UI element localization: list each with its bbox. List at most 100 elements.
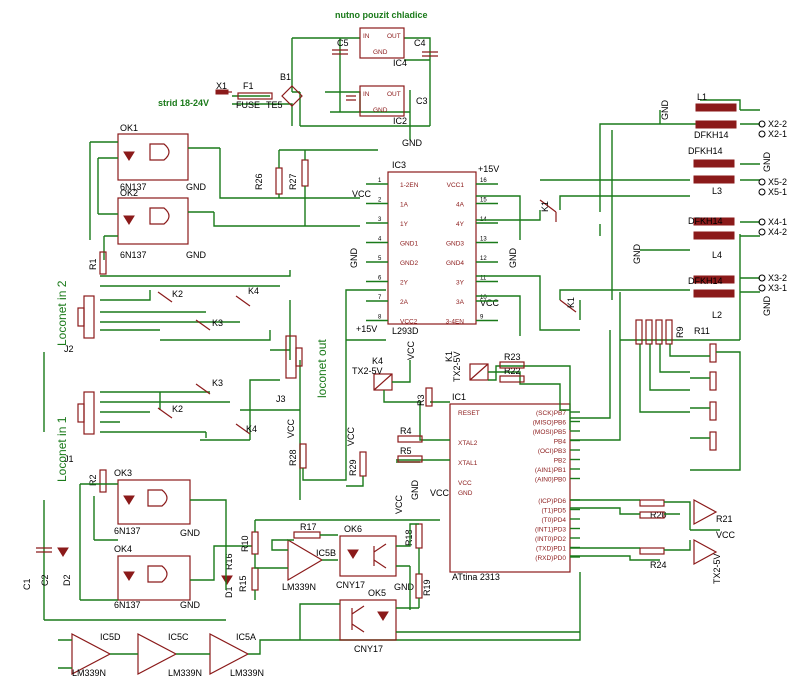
svg-text:J3: J3 [276, 394, 286, 404]
svg-text:TX2-5V: TX2-5V [712, 553, 722, 584]
ok2-gnd: GND [186, 250, 207, 260]
ic3-label: IC3 [392, 160, 406, 170]
l4-choke: DFKH14 L4 [688, 216, 735, 260]
svg-text:R9: R9 [675, 326, 685, 338]
r1-label: R1 [88, 258, 98, 270]
gnd-l4: GND [632, 244, 642, 265]
ok4-type: 6N137 [114, 600, 141, 610]
ic5c-label: IC5C [168, 632, 189, 642]
l293-pin-right-2: 4A [456, 202, 465, 209]
ok4-body [117, 555, 191, 601]
attiny-pin-right-7: (AIN1)PB1 [535, 467, 566, 474]
ok5-led-icon [377, 611, 389, 621]
l293-pinnum-right-7: 10 [480, 295, 487, 301]
svg-text:K4: K4 [248, 286, 259, 296]
attiny-body [449, 403, 571, 573]
r20-resistor-icon [639, 511, 665, 519]
svg-text:L3: L3 [712, 186, 722, 196]
c5-label: C5 [337, 38, 349, 48]
fuse-icon [237, 92, 273, 100]
k1b-contact-icon [559, 299, 577, 313]
r28-r29-wires [302, 289, 386, 487]
l293d-body [387, 171, 477, 325]
ok3-ok4-section: OK3 6N137 GND OK4 6N137 GND C1 C2 D2 [22, 468, 252, 610]
ok5-label: OK5 [368, 588, 386, 598]
svg-text:TX2-5V: TX2-5V [452, 351, 462, 382]
comparator-section: IC5B LM339N R17 R10 R15 R16 D1 OK6 CNY17… [58, 494, 580, 678]
ok1-gate-icon [149, 143, 170, 161]
svg-text:DFKH14: DFKH14 [688, 216, 723, 226]
l293d-section: IC3 L293D VCC +15V +15V VCC GND GND 1-2E… [349, 160, 518, 336]
gnd-l1: GND [660, 100, 670, 121]
l293d-label: L293D [392, 326, 419, 336]
ok3-body [117, 479, 191, 525]
cooler-note: nutno pouzit chladice [335, 10, 428, 20]
l293-vcc-right: VCC [480, 298, 500, 308]
attiny-pin-right-3: (MOSI)PB5 [533, 429, 567, 436]
attiny-pin-right-13: (INT0)PD2 [535, 536, 566, 543]
ic5b-label: IC5B [316, 548, 336, 558]
output-wires [476, 99, 760, 341]
attiny-pin-right-5: (OCI)PB3 [538, 448, 567, 455]
r22-resistor-icon [499, 375, 525, 383]
terminal-block-x3: X3-2 X3-1 [758, 273, 787, 293]
l293-pin-left-3: 1Y [400, 221, 409, 228]
l293d-pin-group: 1-2EN1VCC1161A24A151Y34Y14GND14GND313GND… [366, 178, 498, 326]
l293-pinnum-right-4: 13 [480, 237, 487, 243]
psu-gnd-label: GND [402, 138, 423, 148]
l293-pin-right-1: VCC1 [447, 182, 465, 189]
ok6-label: OK6 [344, 524, 362, 534]
r23-label: R23 [504, 352, 521, 362]
svg-text:J2: J2 [64, 344, 74, 354]
attiny-pin-right-1: (SCK)PB7 [536, 410, 566, 417]
ok2-label: OK2 [120, 188, 138, 198]
j1-rj45-connector: J1 [64, 391, 95, 464]
d1-diode-icon [221, 575, 233, 585]
r18-label: R18 [404, 529, 414, 546]
r26-resistor-icon [275, 167, 283, 195]
attiny-vcc-label: VCC [430, 488, 450, 498]
l293-pin-left-5: GND2 [400, 260, 418, 267]
svg-text:L4: L4 [712, 250, 722, 260]
r29-resistor-icon [359, 451, 367, 477]
output-section: L1 DFKH14 DFKH14 L3 DFKH14 L4 DFKH14 L2 … [476, 92, 787, 471]
r28-resistor-icon [299, 443, 307, 469]
ok1-label: OK1 [120, 123, 138, 133]
l2-choke: DFKH14 L2 [688, 275, 735, 320]
loconet-in2-label: Loconet in 2 [55, 280, 69, 346]
l293-pinnum-left-4: 4 [378, 237, 382, 243]
ok6-led-icon [347, 549, 359, 559]
r3-label: R3 [416, 394, 426, 406]
r11-trimmers [639, 343, 741, 471]
relay-switch-section: K2 K2 K3 K3 K4 K4 J2 J1 [43, 251, 386, 621]
svg-text:DFKH14: DFKH14 [688, 146, 723, 156]
ok5-type: CNY17 [354, 644, 383, 654]
comparator-wires [225, 519, 440, 600]
k4-relay: K4 K4 [235, 286, 259, 435]
attiny-pin-right-14: (TXD)PD1 [536, 546, 566, 553]
ok2-body [117, 197, 189, 245]
attiny-d-wires [300, 499, 720, 641]
attiny-section: IC1 ATtina 2313 RESETXTAL2XTAL1VCCGND(SC… [300, 330, 736, 641]
c2-label: C2 [40, 574, 50, 586]
l293-15v-bottom: +15V [356, 324, 377, 334]
svg-text:X5-1: X5-1 [768, 187, 787, 197]
ok6-type: CNY17 [336, 580, 365, 590]
ok2-gate-icon [149, 207, 170, 225]
attiny-pin-group: RESETXTAL2XTAL1VCCGND(SCK)PB7(MISO)PB6(M… [458, 410, 580, 562]
r10-label: R10 [240, 535, 250, 552]
svg-text:L2: L2 [712, 310, 722, 320]
svg-text:X3-2: X3-2 [768, 273, 787, 283]
attiny-pin-right-2: (MISO)PB6 [533, 420, 567, 427]
r21-label: R21 [716, 514, 733, 524]
fuse-label: FUSE [236, 100, 260, 110]
r23-resistor-icon [499, 361, 525, 369]
svg-text:L1: L1 [697, 92, 707, 102]
attiny-pin-left-3: XTAL1 [458, 460, 478, 467]
ic4-gnd-pin: GND [373, 49, 388, 56]
svg-text:X4-2: X4-2 [768, 227, 787, 237]
loconet-in1-label: Loconet in 1 [55, 416, 69, 482]
attiny-pin-left-4: VCC [458, 480, 472, 487]
l293-15v-top: +15V [478, 164, 499, 174]
ok6-transistor-icon [373, 543, 387, 569]
